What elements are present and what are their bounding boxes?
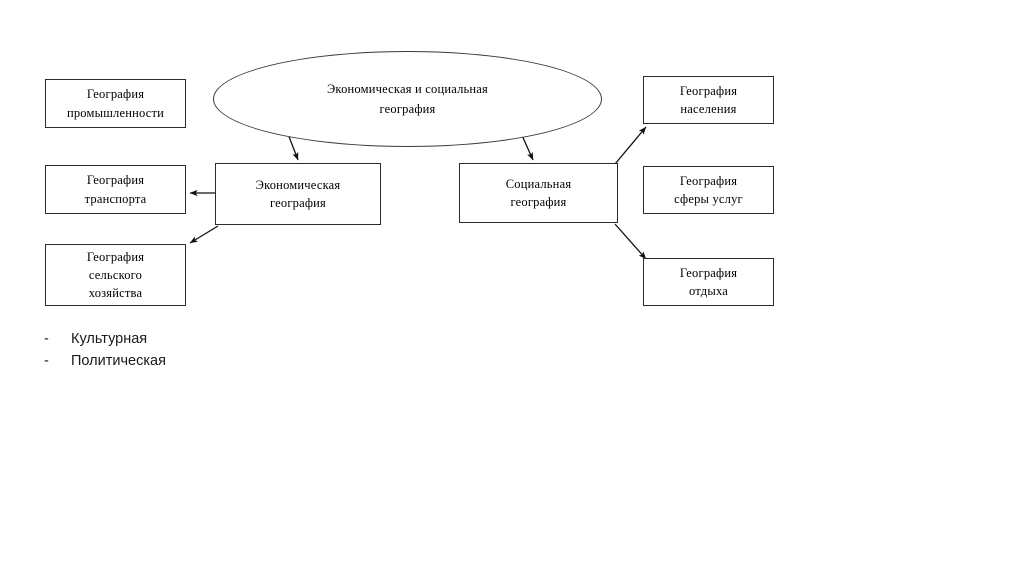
node-agriculture-line-3: хозяйства bbox=[88, 286, 143, 301]
node-agriculture-line-1: География bbox=[86, 249, 145, 264]
connector-social-to-recreation bbox=[614, 223, 647, 260]
node-social-line-2: география bbox=[510, 195, 567, 209]
node-industry-line-2: промышленности bbox=[66, 105, 165, 120]
node-economic-geography[interactable]: Экономическая география bbox=[215, 163, 381, 225]
list-item-label: Культурная bbox=[71, 331, 148, 347]
node-services-line-2: сферы услуг bbox=[674, 192, 743, 206]
node-population-line-2: населения bbox=[680, 102, 737, 116]
node-geography-of-recreation[interactable]: География отдыха bbox=[643, 258, 774, 306]
node-geography-of-agriculture[interactable]: География сельского хозяйства bbox=[45, 244, 186, 306]
node-agriculture-line-2: сельского bbox=[88, 267, 143, 282]
node-geography-of-population[interactable]: География населения bbox=[643, 76, 774, 124]
bullet-marker: - bbox=[44, 353, 49, 369]
node-industry-line-1: География bbox=[86, 87, 145, 102]
node-economic-and-social-geography[interactable]: Экономическая и социальная география bbox=[213, 51, 602, 147]
node-geography-of-services[interactable]: География сферы услуг bbox=[643, 166, 774, 214]
node-recreation-line-2: отдыха bbox=[689, 284, 728, 298]
node-social-geography[interactable]: Социальная география bbox=[459, 163, 618, 223]
node-economic-line-2: география bbox=[269, 196, 327, 210]
node-geography-of-industry[interactable]: География промышленности bbox=[45, 79, 186, 128]
node-transport-line-2: транспорта bbox=[84, 191, 147, 206]
node-recreation-line-1: География bbox=[679, 265, 738, 280]
node-root-line-2: география bbox=[379, 102, 436, 116]
node-root-line-1: Экономическая и социальная bbox=[326, 82, 489, 96]
node-economic-line-1: Экономическая bbox=[255, 177, 341, 192]
list-item: - Политическая bbox=[44, 350, 166, 372]
list-item-label: Политическая bbox=[71, 353, 166, 369]
node-geography-of-transport[interactable]: География транспорта bbox=[45, 165, 186, 214]
node-services-line-1: География bbox=[679, 173, 738, 188]
node-transport-line-1: География bbox=[86, 173, 145, 188]
bullet-marker: - bbox=[44, 331, 49, 347]
list-item: - Культурная bbox=[44, 328, 166, 350]
connector-economic-to-agriculture bbox=[189, 225, 219, 244]
node-population-line-1: География bbox=[679, 83, 738, 98]
connector-social-to-population bbox=[614, 126, 647, 165]
bullet-list: - Культурная - Политическая bbox=[44, 328, 166, 372]
node-social-line-1: Социальная bbox=[505, 176, 572, 191]
